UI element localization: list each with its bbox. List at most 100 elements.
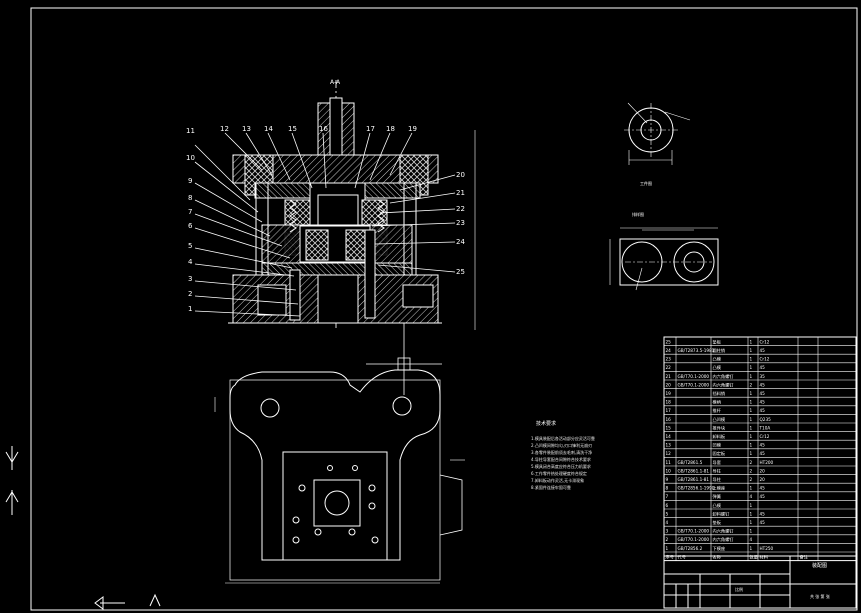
bom-cell-mat: Cr12 [760,339,770,344]
bom-cell-code: GB/T2861.1-81 [678,468,710,473]
callouts-right: 20 21 22 23 24 25 [456,171,465,276]
bom-cell-no: 2 [666,537,669,542]
bom-cell-qty: 1 [750,425,753,430]
bom-cell-name: 垫板 [713,519,722,526]
bom-cell-mat: HT250 [760,546,774,551]
callout-5: 5 [188,242,192,250]
bom-cell-no: 7 [666,494,669,499]
callout-15: 15 [288,125,297,133]
bom-cell-qty: 1 [750,365,753,370]
bom-cell-qty: 1 [750,348,753,353]
bom-header-name: 名称 [713,553,721,560]
bom-cell-mat: 45 [760,348,766,353]
bom-cell-qty: 2 [750,477,753,482]
bom-cell-name: 上模座 [713,485,726,492]
bom-cell-mat: 45 [760,494,766,499]
bom-cell-qty: 4 [750,537,753,542]
bom-cell-qty: 2 [750,382,753,387]
callout-8: 8 [188,194,192,202]
bom-cell-no: 20 [666,382,672,387]
bom-header-note: 备注 [800,553,809,560]
callouts-left: 11 10 9 8 7 6 5 4 3 2 1 [186,127,195,313]
bom-cell-name: 内六角螺钉 [713,381,735,388]
callout-3: 3 [188,275,192,283]
bom-cell-qty: 1 [750,357,753,362]
bom-cell-mat: Q235 [760,417,772,422]
bom-cell-name: 内六角螺钉 [713,536,735,543]
tech-line-5: 5.模具闭合高度应符合压力机要求 [531,463,591,469]
bom-cell-qty: 2 [750,460,753,465]
callout-7: 7 [188,208,192,216]
callout-25: 25 [456,268,465,276]
bom-cell-name: 圆柱销 [713,347,726,354]
bom-cell-mat: T10A [759,425,771,430]
title-block-scale: 比例 [735,586,743,592]
bom-cell-mat: 35 [760,374,766,379]
bom-cell-name: 卸料螺钉 [713,510,731,517]
bom-cell-no: 3 [666,529,669,534]
callout-leaders [194,132,456,317]
bom-cell-no: 15 [666,425,672,430]
bom-cell-no: 12 [666,451,672,456]
bom-cell-qty: 1 [750,434,753,439]
bom-cell-no: 10 [666,468,672,473]
bom-cell-no: 19 [666,391,672,396]
bom-cell-name: 模柄 [713,399,721,406]
bom-cell-name: 凹模 [713,442,722,449]
callout-21: 21 [456,189,465,197]
title-block-sheet: 共 张 第 张 [810,593,830,599]
bom-cell-mat: 45 [760,486,766,491]
callout-12: 12 [220,125,229,133]
bom-cell-mat: 45 [760,408,766,413]
callout-10: 10 [186,154,195,162]
bom-cell-mat: 45 [760,520,766,525]
bom-cell-name: 凸凹模 [713,416,726,423]
callout-6: 6 [188,222,193,230]
technical-requirements: 技术要求 1.模具装配后各活动部分应灵活可靠 2.凸凹模间隙均匀,刃口锋利无崩刃… [531,420,595,490]
bom-cell-no: 17 [666,408,672,413]
tech-line-4: 4.导柱导套配合间隙符合技术要求 [531,456,591,462]
bom-cell-no: 14 [666,434,672,439]
callout-18: 18 [386,125,395,133]
callout-11: 11 [186,127,195,135]
strip-layout-label: 排样图 [632,211,644,217]
bom-cell-code: GB/T2873.5-1981 [678,348,715,353]
bom-cell-mat: 45 [760,443,766,448]
bom-cell-qty: 1 [750,511,753,516]
bom-header-code: 代号 [678,553,686,560]
bom-cell-name: 推杆 [713,407,722,414]
bom-cell-qty: 1 [750,546,753,551]
bom-cell-no: 6 [666,503,669,508]
title-block-name: 装配图 [812,562,827,569]
bom-cell-name: 推件块 [713,424,726,431]
callout-17: 17 [366,125,375,133]
bom-cell-qty: 1 [750,451,753,456]
bom-cell-name: 凸模 [713,356,722,363]
bom-cell-name: 卸料板 [713,433,726,440]
bom-cell-qty: 1 [750,374,753,379]
callout-16: 16 [319,125,328,133]
bom-cell-code: GB/T2861.1-81 [678,477,710,482]
bom-cell-mat: 45 [760,382,766,387]
bom-cell-code: GB/T70.1-2000 [678,529,710,534]
strip-layout-view [609,227,719,291]
bom-cell-no: 21 [666,374,672,379]
workpiece-label: 工件图 [640,180,652,186]
bom-cell-no: 22 [666,365,672,370]
bom-cell-no: 1 [666,546,669,551]
bom-header-mat: 材料 [760,553,769,560]
bom-cell-mat: 20 [760,468,766,473]
bom-cell-qty: 4 [750,494,753,499]
bom-cell-mat: Cr12 [760,357,770,362]
callout-20: 20 [456,171,465,179]
callout-14: 14 [264,125,273,133]
callouts-top: 12 13 14 15 16 17 18 19 [220,125,417,133]
bom-cell-no: 4 [666,520,669,525]
bom-header-qty: 数量 [750,553,758,560]
view-alignment-mark [366,323,442,395]
border-markers [5,446,161,610]
bom-cell-name: 弹簧 [713,493,721,500]
bom-cell-no: 16 [666,417,672,422]
bom-cell-qty: 1 [750,408,753,413]
bom-cell-qty: 1 [750,391,753,396]
